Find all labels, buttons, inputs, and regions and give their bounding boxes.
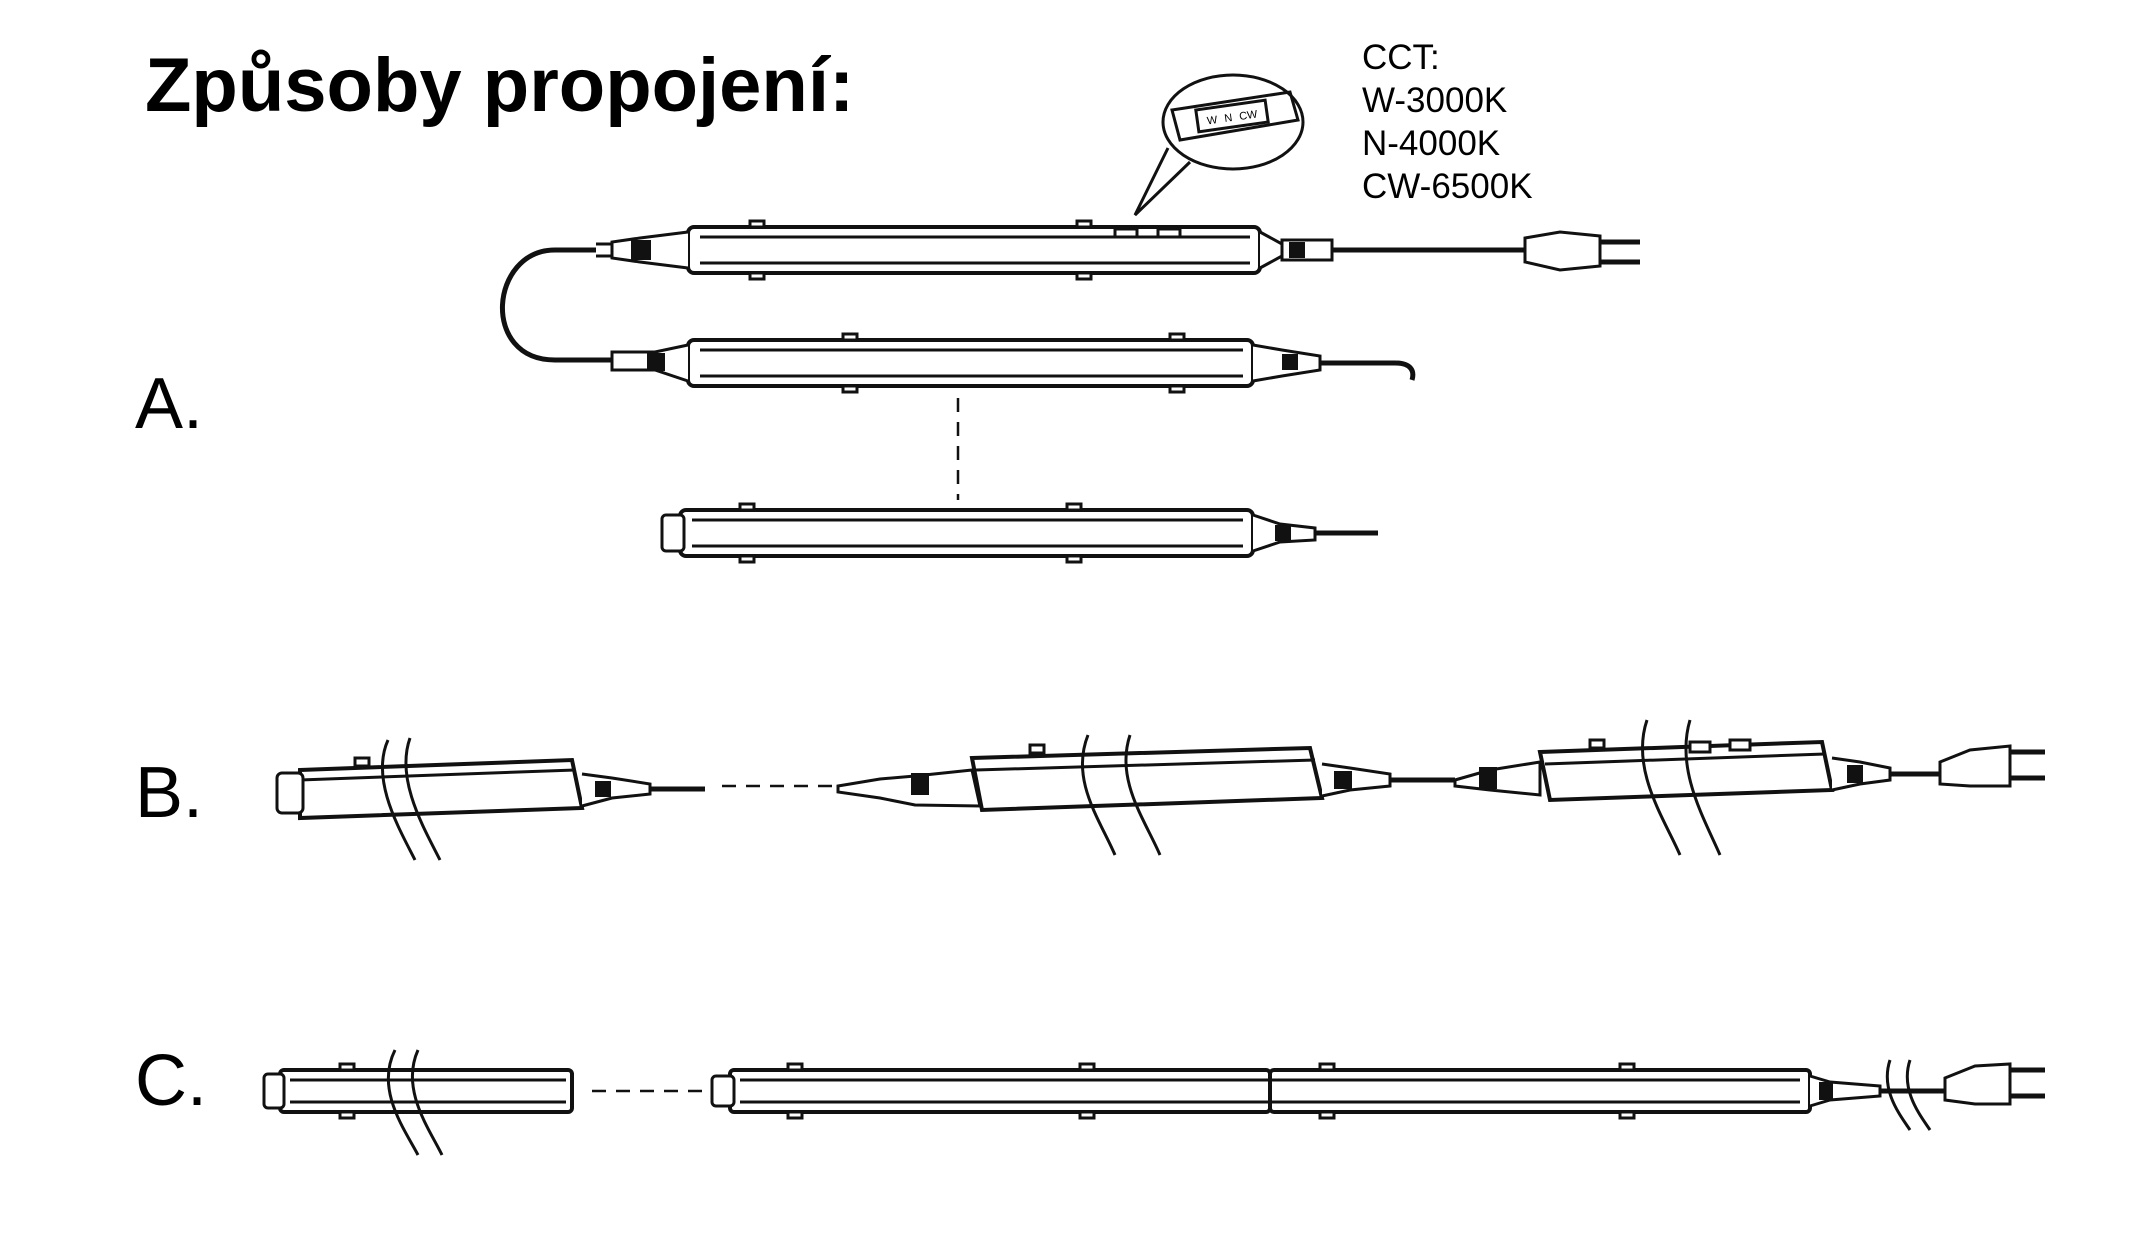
method-c-lamp-end [262,1049,574,1156]
method-b-lamp-end [275,737,705,861]
cct-option-neutral: N-4000K [1362,124,1501,163]
method-a-lamp-master [596,219,1640,281]
svg-text:W N CW: W N CW [1206,108,1259,127]
switch-label-n: N [1224,112,1234,125]
method-b-lamp-middle [836,734,1455,856]
method-c-lamp-joined [710,1059,2045,1131]
cct-option-warm: W-3000K [1362,81,1508,120]
cct-legend: CCT: W-3000K N-4000K CW-6500K [1362,36,1533,208]
switch-label-w: W [1206,114,1219,127]
method-a-lamp-end [660,502,1378,564]
page-title: Způsoby propojení: [145,43,855,128]
method-b-diagram [275,719,2045,861]
method-c-label: C. [135,1041,207,1121]
cct-heading: CCT: [1362,38,1440,77]
cct-option-cool: CW-6500K [1362,167,1533,206]
method-b-label: B. [135,753,204,833]
method-a-diagram [500,219,1640,564]
method-c-diagram [262,1049,2045,1156]
cct-switch-callout: W N CW [1133,73,1305,217]
method-a-lamp-second [610,332,1416,394]
switch-label-cw: CW [1238,108,1258,123]
method-a-label: A. [135,364,204,444]
method-b-lamp-master [1453,719,2045,856]
